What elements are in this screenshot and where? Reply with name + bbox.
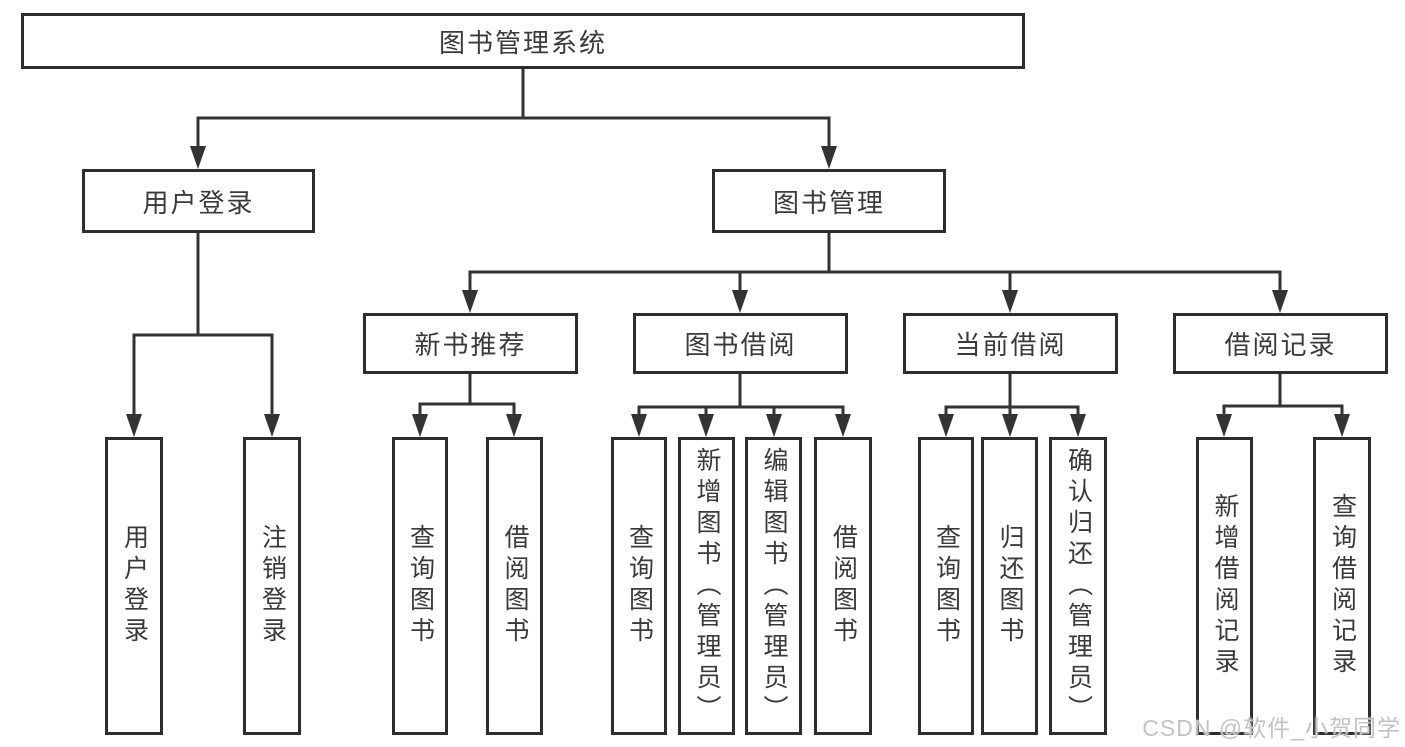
leaf-add-book-admin: 新增图书（管理员）: [678, 437, 735, 735]
node-book-management: 图书管理: [712, 169, 946, 233]
arrowhead-icon: [190, 146, 206, 169]
arrowhead-icon: [1002, 414, 1018, 437]
leaf-confirm-return-admin: 确认归还（管理员）: [1049, 437, 1107, 735]
arrowhead-icon: [698, 414, 714, 437]
arrowhead-icon: [462, 290, 478, 313]
arrowhead-icon: [264, 414, 280, 437]
node-label: 新增图书（管理员）: [693, 446, 721, 726]
node-label: 图书管理: [772, 187, 885, 218]
node-label: 查询图书: [406, 524, 435, 648]
arrowhead-icon: [732, 290, 748, 313]
arrowhead-icon: [631, 414, 647, 437]
node-borrowing-records: 借阅记录: [1173, 313, 1388, 374]
leaf-borrow-book-recommend: 借阅图书: [486, 437, 543, 735]
node-current-borrowing: 当前借阅: [903, 313, 1118, 374]
leaf-return-book: 归还图书: [981, 437, 1038, 735]
arrowhead-icon: [821, 146, 837, 169]
node-user-login: 用户登录: [82, 169, 315, 233]
arrowhead-icon: [1216, 414, 1232, 437]
watermark: CSDN @软件_小贺同学: [1142, 715, 1401, 741]
arrowhead-icon: [766, 414, 782, 437]
node-label: 用户登录: [142, 187, 255, 218]
leaf-user-login: 用户登录: [105, 437, 163, 735]
arrowhead-icon: [506, 414, 522, 437]
leaf-edit-book-admin: 编辑图书（管理员）: [745, 437, 802, 735]
node-library-management-system: 图书管理系统: [21, 13, 1025, 69]
node-label: 编辑图书（管理员）: [760, 446, 788, 726]
node-label: 新增借阅记录: [1211, 493, 1239, 679]
node-label: 当前借阅: [954, 330, 1067, 360]
node-label: 借阅图书: [829, 524, 858, 648]
node-new-book-recommend: 新书推荐: [363, 313, 578, 374]
node-label: 查询借阅记录: [1328, 493, 1357, 679]
node-label: 图书借阅: [684, 330, 797, 360]
leaf-query-borrowing-record: 查询借阅记录: [1313, 437, 1371, 735]
node-label: 查询图书: [932, 524, 961, 648]
node-label: 借阅记录: [1224, 330, 1337, 360]
leaf-query-book-recommend: 查询图书: [392, 437, 448, 735]
arrowhead-icon: [1002, 290, 1018, 313]
arrowhead-icon: [1334, 414, 1350, 437]
node-label: 确认归还（管理员）: [1064, 446, 1093, 726]
node-label: 用户登录: [120, 524, 149, 648]
leaf-add-borrowing-record: 新增借阅记录: [1196, 437, 1253, 735]
arrowhead-icon: [1272, 290, 1288, 313]
node-label: 借阅图书: [501, 524, 529, 648]
arrowhead-icon: [412, 414, 428, 437]
arrowhead-icon: [835, 414, 851, 437]
arrowhead-icon: [938, 414, 954, 437]
node-book-borrowing: 图书借阅: [633, 313, 848, 374]
node-label: 查询图书: [625, 524, 654, 648]
leaf-borrow-book: 借阅图书: [814, 437, 872, 735]
node-label: 归还图书: [996, 524, 1024, 648]
arrowhead-icon: [1070, 414, 1086, 437]
node-label: 注销登录: [258, 524, 287, 648]
arrowhead-icon: [126, 414, 142, 437]
leaf-query-book-current: 查询图书: [918, 437, 974, 735]
leaf-query-book-borrowing: 查询图书: [611, 437, 667, 735]
node-label: 图书管理系统: [438, 27, 607, 58]
leaf-logout: 注销登录: [243, 437, 301, 735]
node-label: 新书推荐: [414, 330, 527, 360]
